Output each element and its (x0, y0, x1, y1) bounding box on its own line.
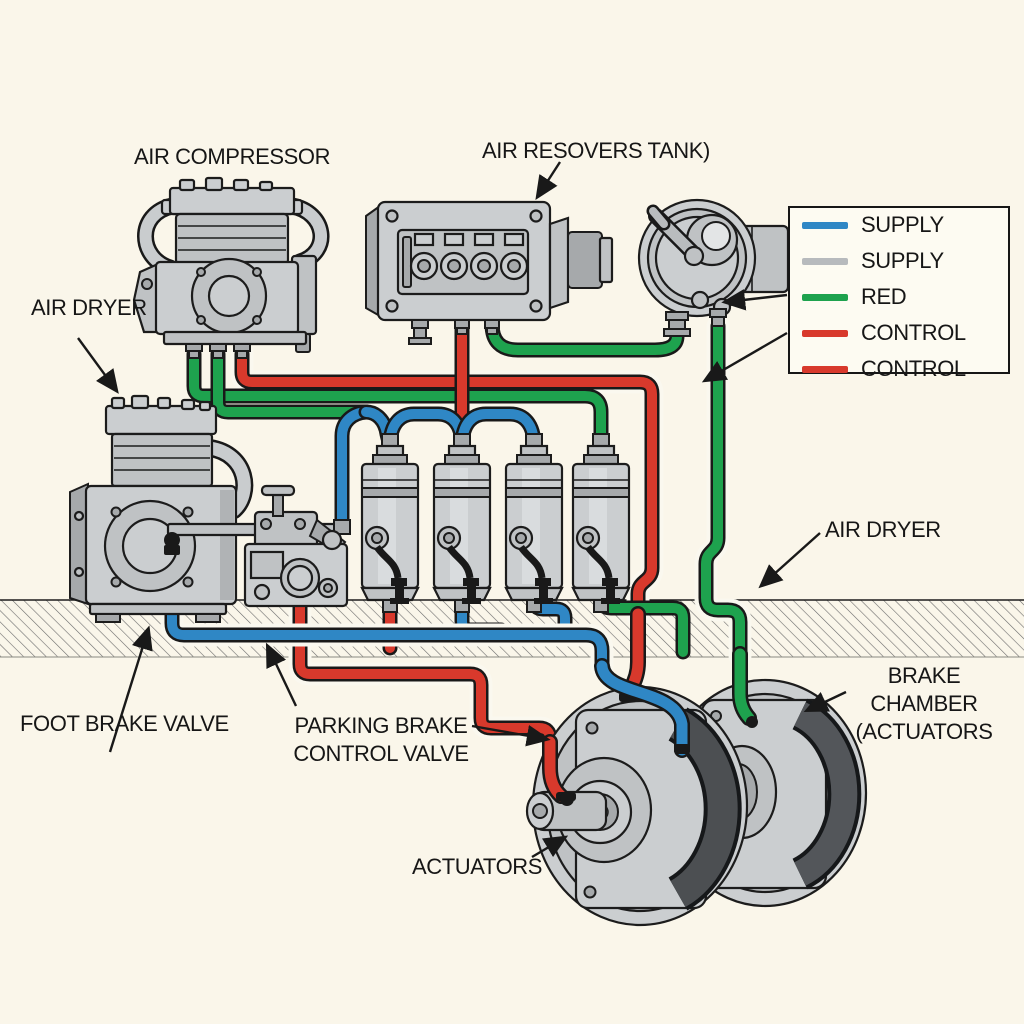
reservoir-cylinder-1 (360, 433, 420, 613)
legend-label: SUPPLY (861, 212, 944, 237)
label-air-reservoir-tank: AIR RESOVERS TANK) (482, 138, 710, 163)
air-dryer-right-leader-arrow (758, 532, 821, 589)
legend: SUPPLY SUPPLY RED CONTROL CONTROL (788, 206, 1010, 381)
legend-swatch (802, 365, 848, 373)
parking-brake-leader-arrow (265, 642, 298, 707)
foot-brake-valve-component (243, 484, 351, 608)
label-foot-brake-valve: FOOT BRAKE VALVE (20, 711, 229, 736)
legend-leader-arrow-1 (721, 289, 788, 311)
air-dryer-left-leader-arrow (77, 337, 119, 394)
governor-lever-tip (649, 207, 668, 228)
reservoir-cylinder-3 (504, 433, 564, 613)
air-compressor-component (132, 176, 330, 359)
label-brake-chamber-actuators: BRAKE CHAMBER (ACTUATORS (832, 662, 1016, 746)
hose-tank-to-governor (487, 319, 682, 355)
governor-gauge-component (637, 198, 790, 337)
legend-label: SUPPLY (861, 248, 944, 273)
reservoir-cylinder-4 (571, 433, 631, 613)
actuators-leader-arrow (531, 835, 569, 859)
label-brake-chamber-line2: (ACTUATORS (855, 719, 993, 744)
legend-rows: SUPPLY SUPPLY RED CONTROL CONTROL (802, 212, 1008, 381)
parking-brake-right-arrow (471, 724, 551, 747)
label-parking-brake-line1: PARKING BRAKE (294, 713, 468, 738)
legend-leader-arrow-2 (701, 331, 788, 383)
legend-swatch (802, 221, 848, 229)
air-dryer-pipe (203, 441, 251, 517)
hose-governor-supply-down (701, 321, 745, 661)
hose-green-into-rear-chamber (734, 648, 755, 724)
legend-label: RED (861, 284, 907, 309)
reservoir-cylinder-2 (432, 433, 492, 613)
green-hose-fitting (746, 716, 758, 728)
air-dryer-component (69, 394, 338, 623)
hub-hose-elbow (560, 792, 574, 806)
legend-swatch (802, 257, 848, 265)
label-brake-chamber-line1: BRAKE CHAMBER (870, 663, 978, 716)
label-air-compressor: AIR COMPRESSOR (134, 144, 331, 169)
hose-compressor-red-long (237, 349, 657, 621)
legend-item: RED (802, 284, 1008, 310)
hose-blue-into-chambers (596, 660, 688, 756)
label-parking-brake-control-valve: PARKING BRAKE CONTROL VALVE (288, 712, 474, 768)
legend-item: SUPPLY (802, 248, 1008, 274)
label-air-dryer-right: AIR DRYER (825, 517, 941, 542)
legend-label: CONTROL (861, 320, 966, 345)
hose-cyl2-cyl3 (457, 409, 539, 451)
legend-item: CONTROL (802, 356, 1008, 382)
hose-main-blue-run (167, 545, 607, 672)
brake-chamber-leader-arrow (803, 690, 847, 713)
hose-compressor-green-2 (213, 349, 371, 417)
legend-swatch (802, 293, 848, 301)
label-parking-brake-line2: CONTROL VALVE (293, 741, 469, 766)
legend-label: CONTROL (861, 356, 966, 381)
foot-brake-leader-arrow (108, 625, 153, 753)
legend-item: SUPPLY (802, 212, 1008, 238)
tank-leader-arrow (535, 161, 562, 201)
blue-hose-fitting (674, 744, 690, 754)
air-reservoir-tank-component (365, 200, 614, 345)
legend-item: CONTROL (802, 320, 1008, 346)
hose-compressor-green-1 (189, 349, 606, 449)
label-actuators: ACTUATORS (412, 854, 543, 879)
label-air-dryer-left: AIR DRYER (31, 295, 147, 320)
legend-swatch (802, 329, 848, 337)
brake-chamber-front (525, 685, 749, 927)
hose-cyl1-cyl2 (385, 409, 467, 451)
